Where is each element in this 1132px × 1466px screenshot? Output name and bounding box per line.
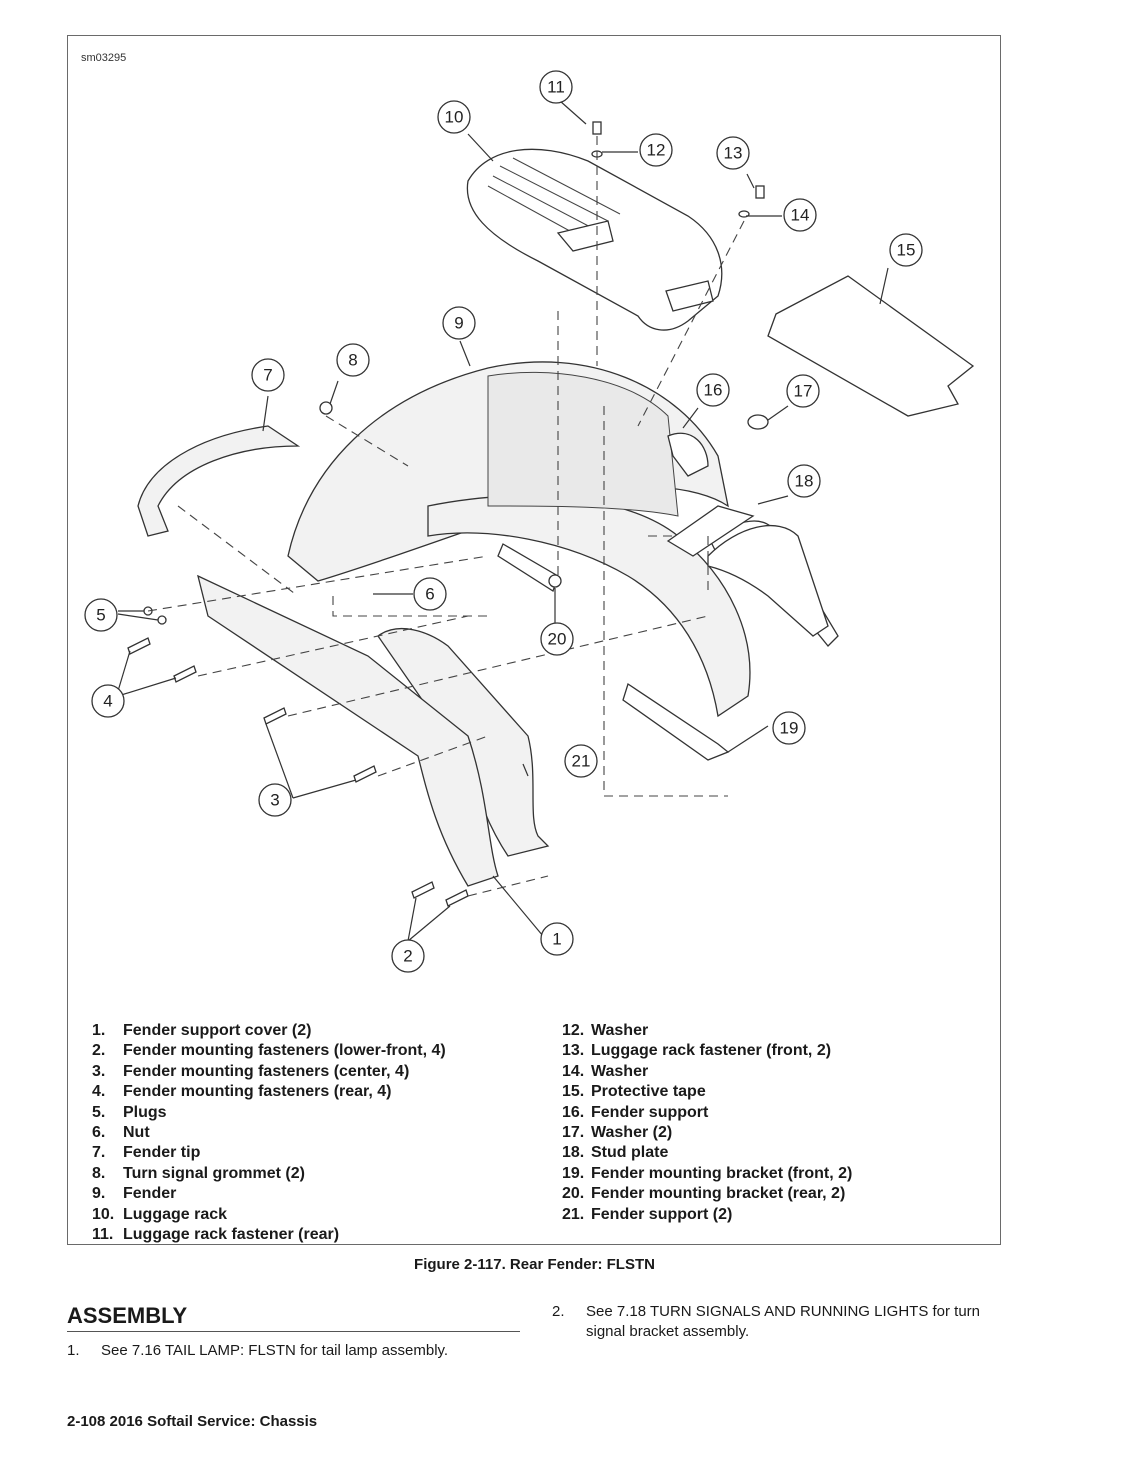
legend-item: 1.Fender support cover (2)	[92, 1022, 312, 1039]
legend-item: 5.Plugs	[92, 1103, 167, 1121]
svg-text:17: 17	[794, 382, 813, 401]
svg-text:2: 2	[403, 947, 412, 966]
stud-plate-drawing	[666, 505, 755, 557]
svg-text:21: 21	[572, 752, 591, 771]
legend-item: 11.Luggage rack fastener (rear)	[92, 1226, 340, 1244]
callout-8: 8	[336, 343, 370, 377]
callout-3: 3	[258, 783, 292, 817]
callout-12: 12	[639, 133, 673, 167]
leader-lines	[117, 100, 889, 942]
svg-text:15: 15	[897, 241, 916, 260]
callout-20: 20	[540, 622, 574, 656]
legend-item: 7.Fender tip	[92, 1144, 201, 1162]
fender-support-cover-drawing	[197, 574, 499, 887]
svg-text:4: 4	[103, 692, 112, 711]
callout-4: 4	[91, 684, 125, 718]
svg-text:3: 3	[270, 791, 279, 810]
figure-id: sm03295	[81, 52, 127, 64]
callout-11: 11	[539, 70, 573, 104]
legend-item: 12.Washer	[562, 1022, 649, 1039]
callout-17: 17	[786, 374, 820, 408]
legend-item: 8.Turn signal grommet (2)	[92, 1164, 305, 1182]
alignment-lines	[147, 136, 745, 897]
front-mounting-bracket-drawing	[622, 682, 730, 761]
svg-text:18: 18	[795, 472, 814, 491]
legend-item: 2.Fender mounting fasteners (lower-front…	[92, 1042, 446, 1060]
callout-7: 7	[251, 358, 285, 392]
svg-text:13: 13	[724, 144, 743, 163]
svg-text:20: 20	[548, 630, 567, 649]
callout-9: 9	[442, 306, 476, 340]
protective-tape-drawing	[767, 275, 975, 417]
callout-18: 18	[787, 464, 821, 498]
callout-15: 15	[889, 233, 923, 267]
legend-item: 6.Nut	[92, 1124, 150, 1142]
section-heading: ASSEMBLY	[67, 1303, 188, 1328]
legend-left: 1.Fender support cover (2) 2.Fender moun…	[92, 1021, 552, 1245]
svg-text:11: 11	[547, 78, 565, 97]
callout-19: 19	[772, 711, 806, 745]
callout-5: 5	[84, 598, 118, 632]
luggage-rack-drawing	[466, 148, 723, 331]
callout-10: 10	[437, 100, 471, 134]
svg-text:19: 19	[780, 719, 799, 738]
exploded-diagram: 1 2 3 4 5 6 7 8 9 10 11 12 13 14 15 16 1…	[84, 70, 975, 973]
svg-text:9: 9	[454, 314, 463, 333]
legend-item: 21.Fender support (2)	[562, 1205, 733, 1223]
callout-21: 21	[564, 744, 598, 778]
legend-item: 13.Luggage rack fastener (front, 2)	[562, 1042, 832, 1060]
legend-item: 4.Fender mounting fasteners (rear, 4)	[92, 1083, 392, 1101]
legend-item: 18.Stud plate	[562, 1144, 669, 1162]
callout-14: 14	[783, 198, 817, 232]
fender-tip-drawing	[137, 425, 301, 537]
heading-rule	[67, 1331, 520, 1332]
step-item: 1.See 7.16 TAIL LAMP: FLSTN for tail lam…	[67, 1342, 449, 1359]
svg-text:10: 10	[445, 108, 464, 127]
legend-item: 19.Fender mounting bracket (front, 2)	[562, 1164, 853, 1182]
page-footer: 2-108 2016 Softail Service: Chassis	[67, 1413, 318, 1430]
callout-16: 16	[696, 373, 730, 407]
legend-item: 17.Washer (2)	[562, 1124, 673, 1142]
legend-item: 3.Fender mounting fasteners (center, 4)	[92, 1062, 410, 1080]
legend-item: 14.Washer	[562, 1062, 649, 1080]
svg-text:16: 16	[704, 381, 723, 400]
svg-text:14: 14	[791, 206, 810, 225]
legend-item: 20.Fender mounting bracket (rear, 2)	[562, 1185, 846, 1203]
step-item: 2.See 7.18 TURN SIGNALS AND RUNNING LIGH…	[552, 1303, 981, 1340]
figure-frame: sm03295	[67, 35, 1001, 1245]
svg-text:7: 7	[263, 366, 272, 385]
svg-text:5: 5	[96, 606, 105, 625]
legend-item: 15.Protective tape	[562, 1083, 706, 1101]
svg-text:6: 6	[425, 585, 434, 604]
legend-item: 9.Fender	[92, 1185, 177, 1203]
svg-text:1: 1	[552, 930, 561, 949]
legend-right: 12.Washer 13.Luggage rack fastener (fron…	[562, 1021, 992, 1225]
callout-13: 13	[716, 136, 750, 170]
callout-2: 2	[391, 939, 425, 973]
rear-mounting-bracket-drawing	[497, 543, 559, 592]
callout-1: 1	[540, 922, 574, 956]
svg-text:12: 12	[647, 141, 666, 160]
figure-caption: Figure 2-117. Rear Fender: FLSTN	[414, 1256, 655, 1273]
callout-6: 6	[413, 577, 447, 611]
legend-item: 10.Luggage rack	[92, 1205, 228, 1223]
svg-text:8: 8	[348, 351, 357, 370]
fender-end-drawing	[707, 524, 829, 637]
legend-item: 16.Fender support	[562, 1103, 709, 1121]
